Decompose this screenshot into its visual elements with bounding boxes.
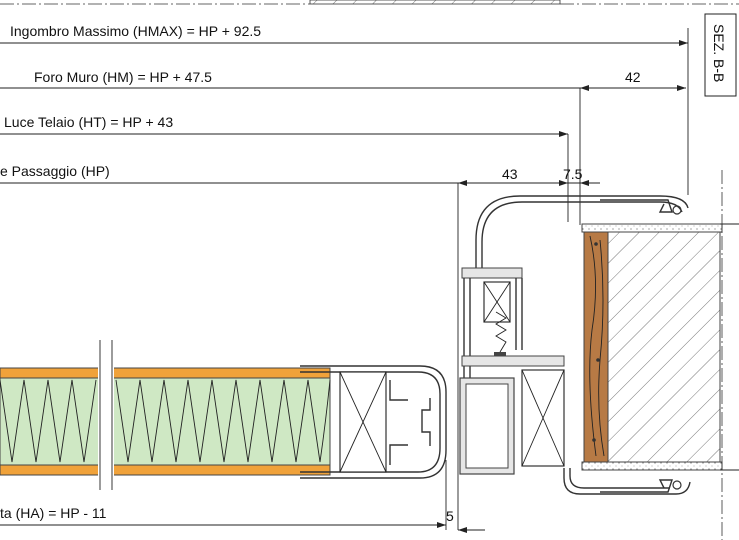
dim-hmax-label: Ingombro Massimo (HMAX) = HP + 92.5 (10, 23, 261, 39)
wall-section (581, 223, 739, 471)
dim-ht-label: Luce Telaio (HT) = HP + 43 (4, 114, 173, 130)
dim-hm-label: Foro Muro (HM) = HP + 47.5 (34, 69, 212, 85)
dim-ha-label: ta (HA) = HP - 11 (0, 505, 107, 521)
dim-42-label: 42 (625, 69, 641, 85)
leaf-edge-profile (300, 365, 447, 479)
dim-hp-label: e Passaggio (HP) (0, 163, 110, 179)
dim-5-label: 5 (446, 508, 454, 524)
section-label-box: SEZ. B-B (704, 13, 737, 97)
dim-7-5-label: 7.5 (563, 166, 583, 182)
door-leaf-panel (0, 340, 331, 490)
frame-profile (459, 195, 691, 495)
top-axis (0, 0, 739, 5)
section-label: SEZ. B-B (711, 24, 727, 82)
dimension-lines (0, 28, 689, 533)
dim-43-label: 43 (502, 166, 518, 182)
